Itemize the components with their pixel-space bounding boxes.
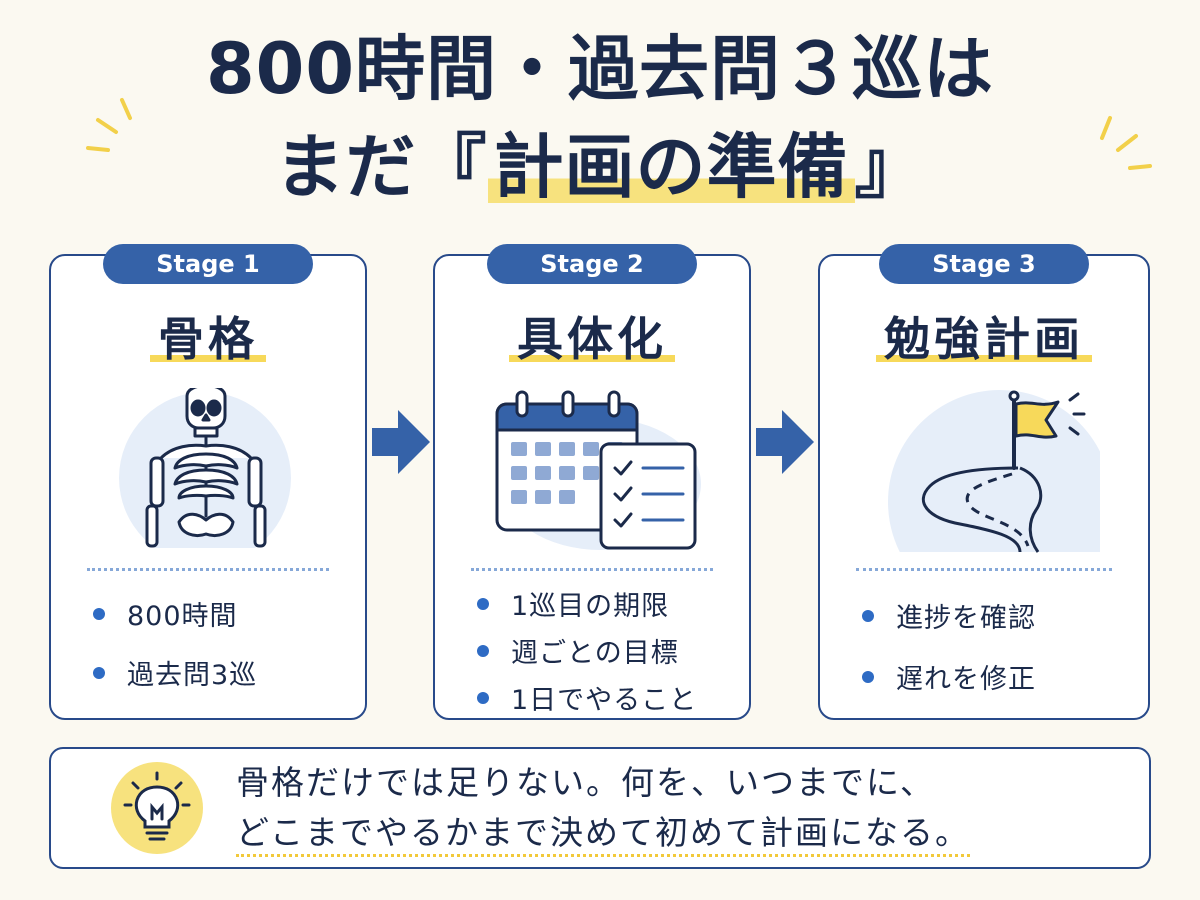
message-line-2: どこまでやるかまで決めて初めて計画になる。	[236, 813, 971, 857]
bullet-list: 800時間 過去問3巡	[91, 594, 345, 692]
title-line-1: 800時間・過去問３巡は	[205, 28, 995, 110]
title-line-2: まだ『計画の準備』	[0, 126, 1200, 208]
divider	[87, 568, 329, 571]
road-flag-icon	[888, 390, 1100, 553]
stage-title: 勉強計画	[820, 312, 1148, 366]
sparkle-left-icon	[86, 98, 132, 152]
stage-badge: Stage 2	[487, 244, 697, 284]
divider	[471, 568, 713, 571]
list-item: 800時間	[91, 594, 345, 633]
lightbulb-icon	[123, 771, 191, 841]
arrow-right-icon	[372, 410, 430, 474]
list-item: 週ごとの目標	[475, 631, 729, 670]
list-item: 遅れを修正	[860, 657, 1128, 696]
title-prefix: まだ『	[274, 126, 488, 208]
stage-card-2: Stage 2 具体化 1巡目の期限 週ごとの目	[433, 244, 751, 720]
bullet-list: 1巡目の期限 週ごとの目標 1日でやること	[475, 584, 729, 717]
calendar-checklist-icon	[495, 390, 701, 550]
arrow-right-icon	[756, 410, 814, 474]
bullet-list: 進捗を確認 遅れを修正	[860, 596, 1128, 696]
stage-card-3: Stage 3 勉強計画 進捗を確認 遅れを修正	[818, 244, 1150, 720]
skeleton-icon	[119, 388, 291, 548]
stage-badge: Stage 3	[879, 244, 1089, 284]
divider	[856, 568, 1112, 571]
stage-title: 具体化	[435, 312, 749, 366]
title-highlight: 計画の準備	[487, 126, 855, 208]
list-item: 進捗を確認	[860, 596, 1128, 635]
title-suffix: 』	[854, 126, 926, 208]
message-box: 骨格だけでは足りない。何を、いつまでに、 どこまでやるかまで決めて初めて計画にな…	[49, 747, 1151, 869]
list-item: 1日でやること	[475, 678, 729, 717]
list-item: 過去問3巡	[91, 653, 345, 692]
message-line-1: 骨格だけでは足りない。何を、いつまでに、	[236, 763, 936, 802]
sparkle-right-icon	[1100, 116, 1152, 170]
list-item: 1巡目の期限	[475, 584, 729, 623]
stage-card-1: Stage 1 骨格	[49, 244, 367, 720]
stage-title: 骨格	[51, 312, 365, 366]
stage-badge: Stage 1	[103, 244, 313, 284]
